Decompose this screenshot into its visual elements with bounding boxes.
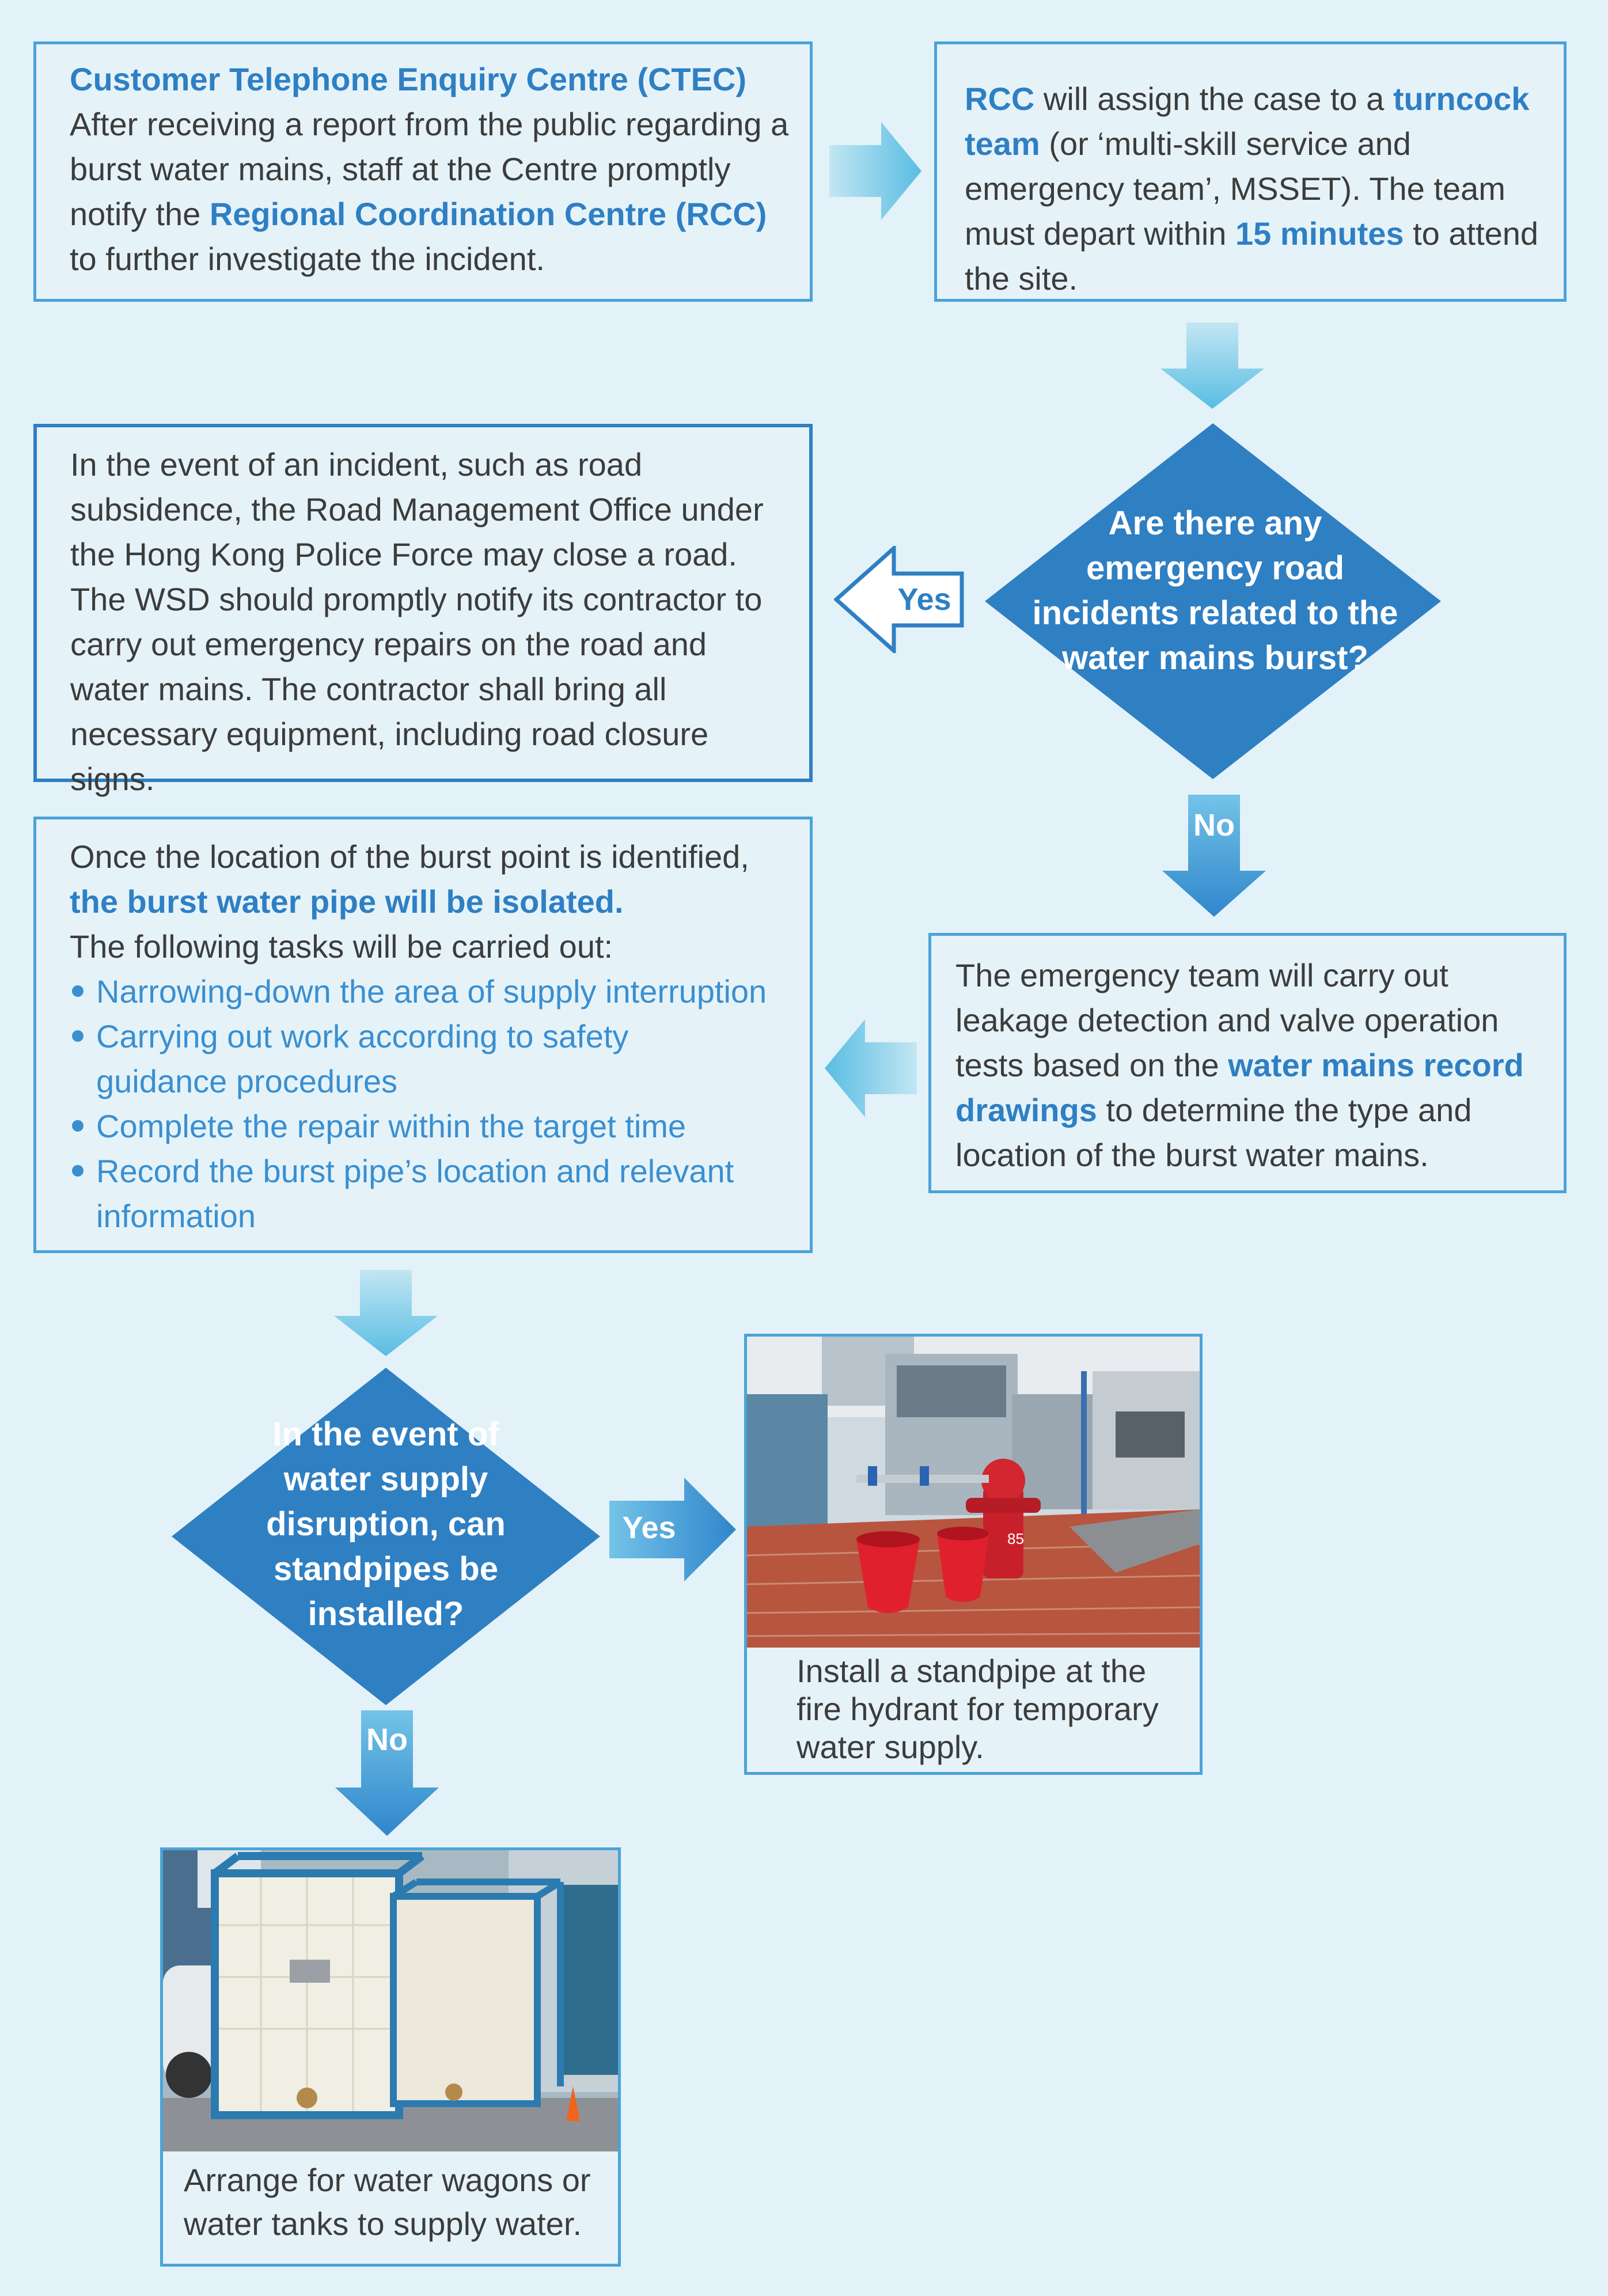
arrow-down-icon <box>1161 322 1264 409</box>
arrow-down-icon <box>334 1270 438 1356</box>
isolate-highlight: the burst water pipe will be isolated. <box>70 883 624 920</box>
detection-text-2: to determine the type and location of th… <box>955 1092 1472 1173</box>
detection-text-1: The emergency team will carry out leakag… <box>955 957 1499 1083</box>
decision-2-question: In the event of water supply disruption,… <box>266 1415 506 1633</box>
fifteen-minutes-highlight: 15 minutes <box>1235 215 1404 252</box>
yes-arrow-left-icon <box>834 546 964 653</box>
road-incident-box: In the event of an incident, such as roa… <box>33 424 813 797</box>
arrow-right-icon <box>829 122 921 220</box>
task-list: Narrowing-down the area of supply interr… <box>70 969 787 1239</box>
task-item: Record the burst pipe’s location and rel… <box>70 1149 759 1239</box>
decision-diamond-1 <box>985 423 1441 779</box>
isolate-intro: Once the location of the burst point is … <box>70 838 749 875</box>
rcc-box: RCC will assign the case to a turncock t… <box>934 41 1567 302</box>
task-item: Narrowing-down the area of supply interr… <box>70 969 787 1014</box>
turncock-team-highlight: turncock team <box>965 81 1530 162</box>
water-tank-card: Arrange for water wagons or water tanks … <box>160 1847 621 2267</box>
standpipe-caption: Install a standpipe at the fire hydrant … <box>797 1653 1159 1765</box>
decision-1-question: Are there any emergency road incidents r… <box>1032 504 1398 677</box>
yes-arrow-right-icon <box>609 1478 736 1581</box>
task-item: Complete the repair within the target ti… <box>70 1104 787 1149</box>
water-tank-caption: Arrange for water wagons or water tanks … <box>184 2162 591 2242</box>
ctec-text-after: to further investigate the incident. <box>70 241 545 277</box>
standpipe-photo: 85 <box>747 1337 1200 1648</box>
leakage-detection-box: The emergency team will carry out leakag… <box>928 933 1567 1193</box>
ctec-text-before: After receiving a report from the public… <box>70 106 789 232</box>
ctec-title: Customer Telephone Enquiry Centre (CTEC) <box>70 61 747 97</box>
rcc-text-1: will assign the case to a <box>1034 81 1393 117</box>
no-arrow-down-icon <box>1162 795 1266 917</box>
tasks-intro: The following tasks will be carried out: <box>70 928 613 965</box>
detection-text: The emergency team will carry out leakag… <box>955 953 1546 1178</box>
standpipe-card: 85 Install a standpipe at the fire hydra… <box>744 1334 1203 1775</box>
task-item: Carrying out work according to safety gu… <box>70 1014 759 1104</box>
ctec-box: Customer Telephone Enquiry Centre (CTEC)… <box>33 41 813 302</box>
decision-2-no-label: No <box>366 1722 408 1757</box>
isolate-pipe-box: Once the location of the burst point is … <box>33 817 813 1253</box>
rcc-text-2: (or ‘multi-skill service and emergency t… <box>965 126 1505 252</box>
rcc-text: RCC will assign the case to a turncock t… <box>965 77 1541 301</box>
rcc-label: RCC <box>965 81 1035 117</box>
hydrant-number: 85 <box>1007 1530 1024 1547</box>
ctec-text: After receiving a report from the public… <box>70 102 790 282</box>
rcc-highlight: Regional Coordination Centre (RCC) <box>209 196 767 232</box>
decision-2-yes-label: Yes <box>622 1511 676 1545</box>
decision-diamond-2 <box>172 1368 600 1705</box>
decision-1-yes-label: Yes <box>897 582 951 617</box>
road-incident-text: In the event of an incident, such as roa… <box>70 446 764 797</box>
decision-1-no-label: No <box>1193 808 1235 843</box>
record-drawings-highlight: water mains record drawings <box>955 1047 1524 1128</box>
arrow-left-icon <box>825 1019 917 1117</box>
rcc-text-3: to attend the site. <box>965 215 1539 297</box>
no-arrow-down-icon <box>335 1710 439 1836</box>
water-tank-photo <box>163 1850 618 2151</box>
